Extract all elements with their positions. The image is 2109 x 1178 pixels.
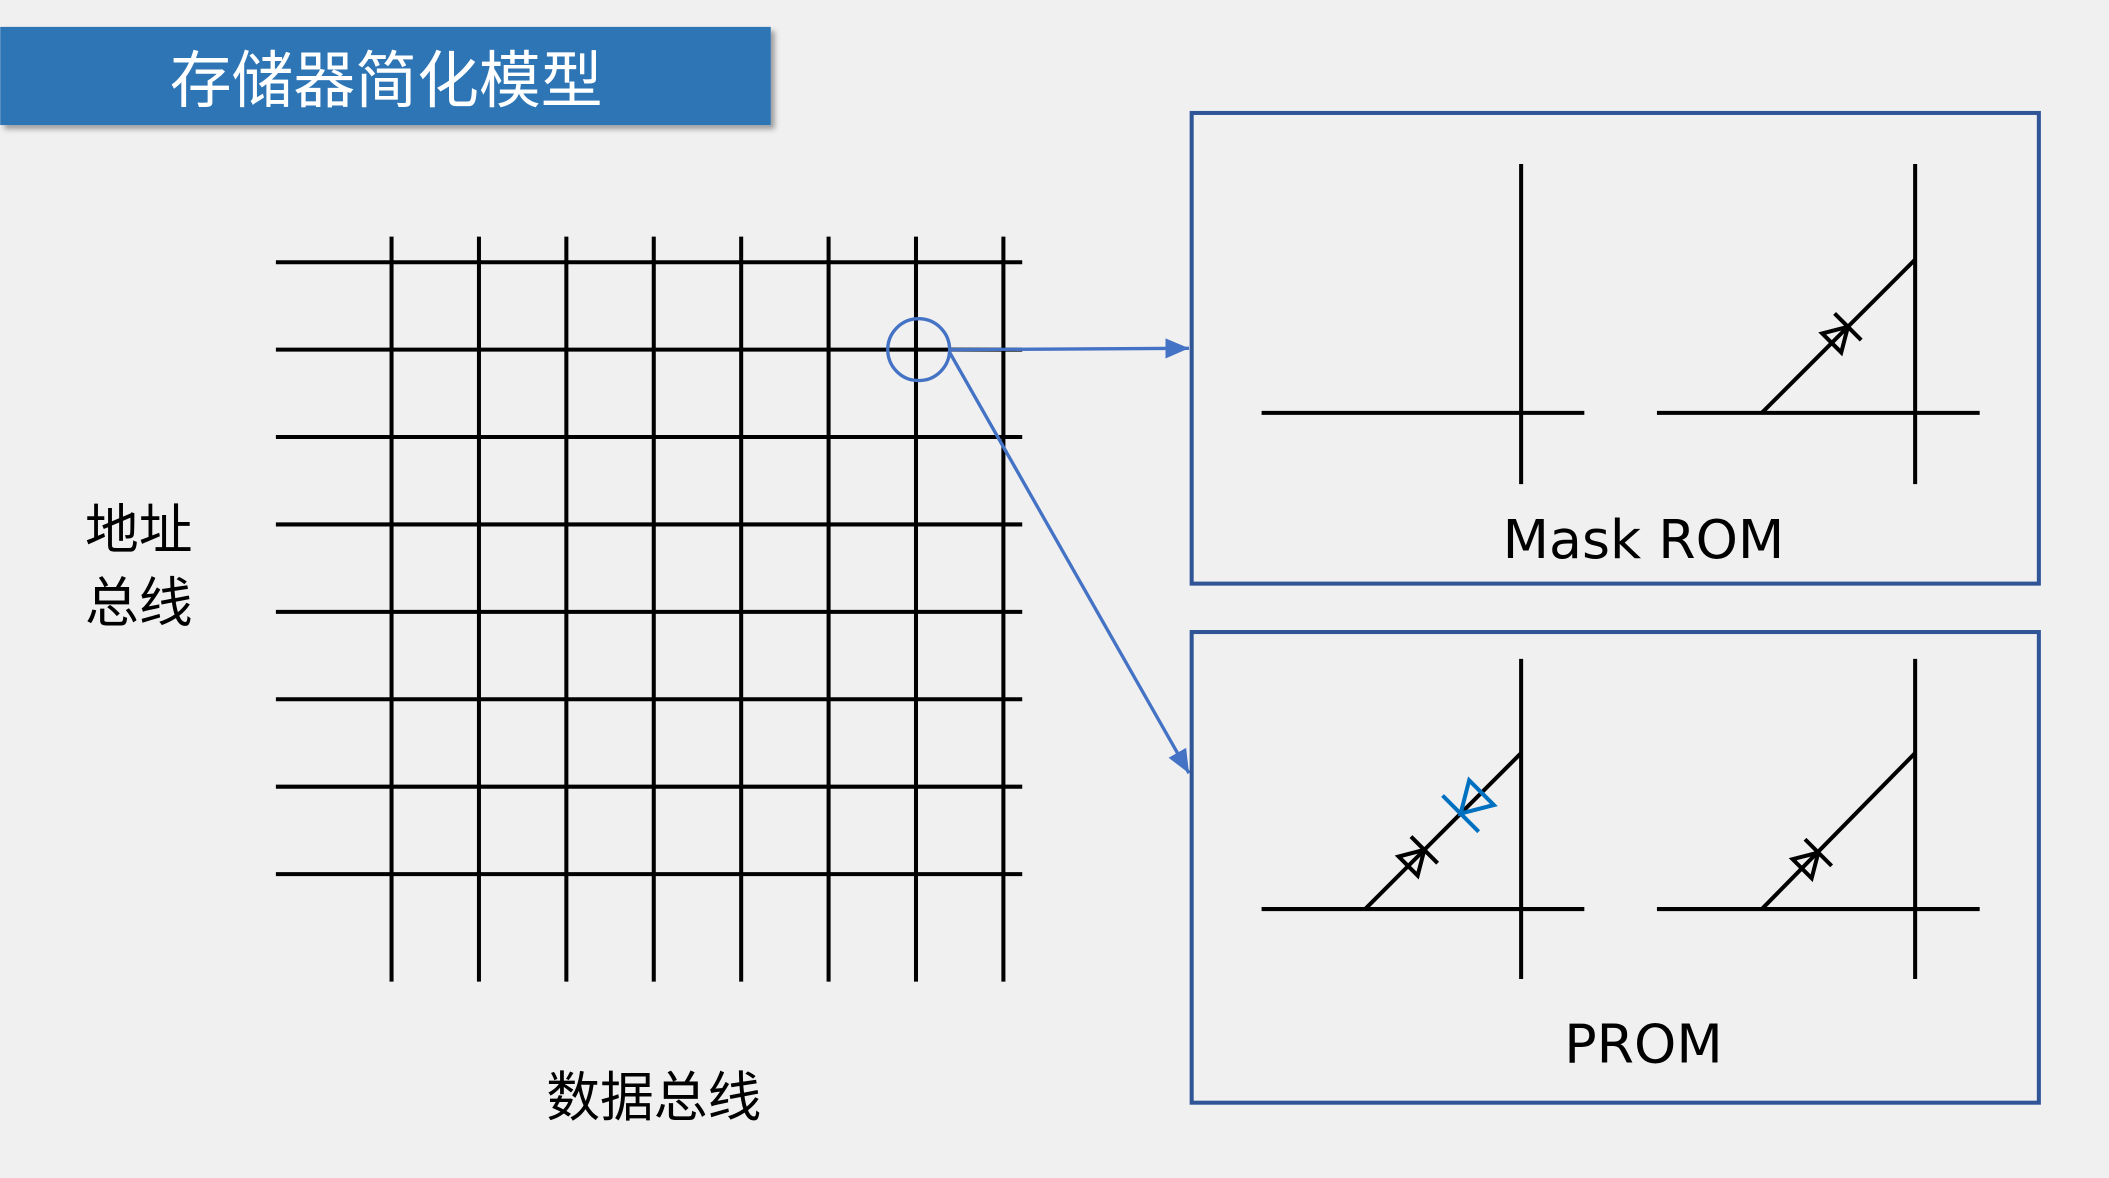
selected-cell-pointer: [886, 317, 1191, 775]
prom-box: PROM: [1189, 630, 2041, 1105]
prom-cell-blown: [1261, 658, 1585, 979]
mask-rom-label: Mask ROM: [1503, 508, 1785, 571]
mask-rom-cell-empty: [1261, 164, 1585, 485]
prom-cell-intact: [1656, 658, 1980, 979]
arrow-to-mask-rom: [949, 338, 1189, 359]
data-bus-label: 数据总线: [546, 1066, 761, 1129]
address-bus-label-2: 总线: [85, 571, 193, 634]
mask-rom-cell-diode: [1656, 164, 1980, 485]
arrow-to-prom: [948, 351, 1191, 775]
slide-title: 存储器简化模型: [170, 45, 603, 117]
blown-diode-icon: [1441, 776, 1498, 834]
mask-rom-box: Mask ROM: [1189, 110, 2041, 586]
prom-label: PROM: [1564, 1012, 1723, 1075]
memory-grid: [275, 236, 1023, 982]
title-banner: 存储器简化模型: [0, 26, 771, 126]
address-bus-label-1: 地址: [85, 499, 193, 562]
